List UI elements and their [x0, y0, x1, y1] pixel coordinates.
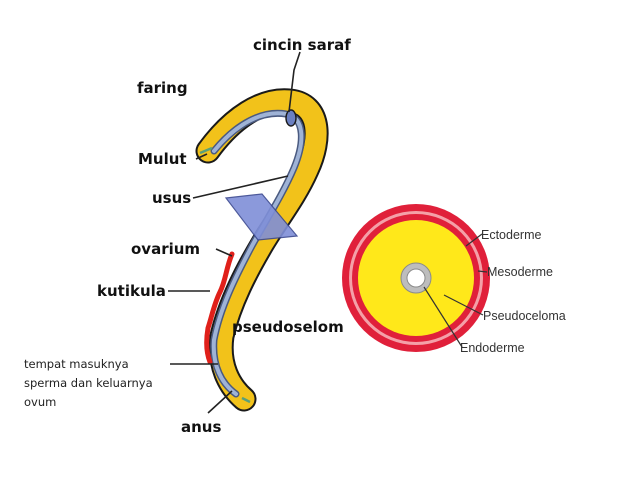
longitudinal-labels: cincin saraf faring Mulut usus ovarium k… — [24, 36, 351, 436]
leader-cincin-saraf — [288, 51, 301, 113]
leader-ovarium — [215, 248, 233, 257]
label-faring: faring — [137, 79, 188, 97]
longitudinal-leader-lines — [168, 51, 301, 414]
leader-endoderme — [423, 286, 463, 348]
ovarium-coil — [204, 251, 235, 365]
label-tempat-line-2: sperma dan keluarnya — [24, 376, 153, 390]
cross-section-labels: Ectoderme Mesoderme Pseudoceloma Endoder… — [460, 228, 566, 355]
cross-section-view — [342, 204, 490, 352]
label-mesoderme: Mesoderme — [487, 265, 553, 279]
leader-ectoderme — [465, 233, 483, 247]
label-anus: anus — [181, 418, 221, 436]
worm-longitudinal-view — [195, 88, 329, 412]
label-ovarium: ovarium — [131, 240, 200, 258]
leader-mesoderme — [477, 270, 488, 273]
cutting-plane — [224, 193, 299, 241]
label-ectoderme: Ectoderme — [481, 228, 541, 242]
gut-lumen — [406, 268, 426, 288]
leader-usus — [192, 175, 289, 199]
label-pseudoselom: pseudoselom — [232, 318, 344, 336]
label-tempat-line-3: ovum — [24, 395, 56, 409]
label-pseudoceloma: Pseudoceloma — [483, 309, 566, 323]
label-mulut: Mulut — [138, 150, 187, 168]
label-tempat-line-1: tempat masuknya — [24, 357, 129, 371]
label-kutikula: kutikula — [97, 282, 166, 300]
label-cincin-saraf: cincin saraf — [253, 36, 351, 54]
leader-pseudoceloma — [443, 294, 484, 316]
label-endoderme: Endoderme — [460, 341, 525, 355]
nerve-ring — [285, 109, 297, 127]
leader-mulut — [195, 153, 208, 160]
worm-body — [197, 90, 327, 410]
anus-tip — [241, 396, 251, 404]
cross-section-leader-lines — [423, 233, 488, 348]
leader-anus — [207, 390, 233, 414]
mouth-tip — [199, 146, 213, 155]
label-usus: usus — [152, 189, 191, 207]
